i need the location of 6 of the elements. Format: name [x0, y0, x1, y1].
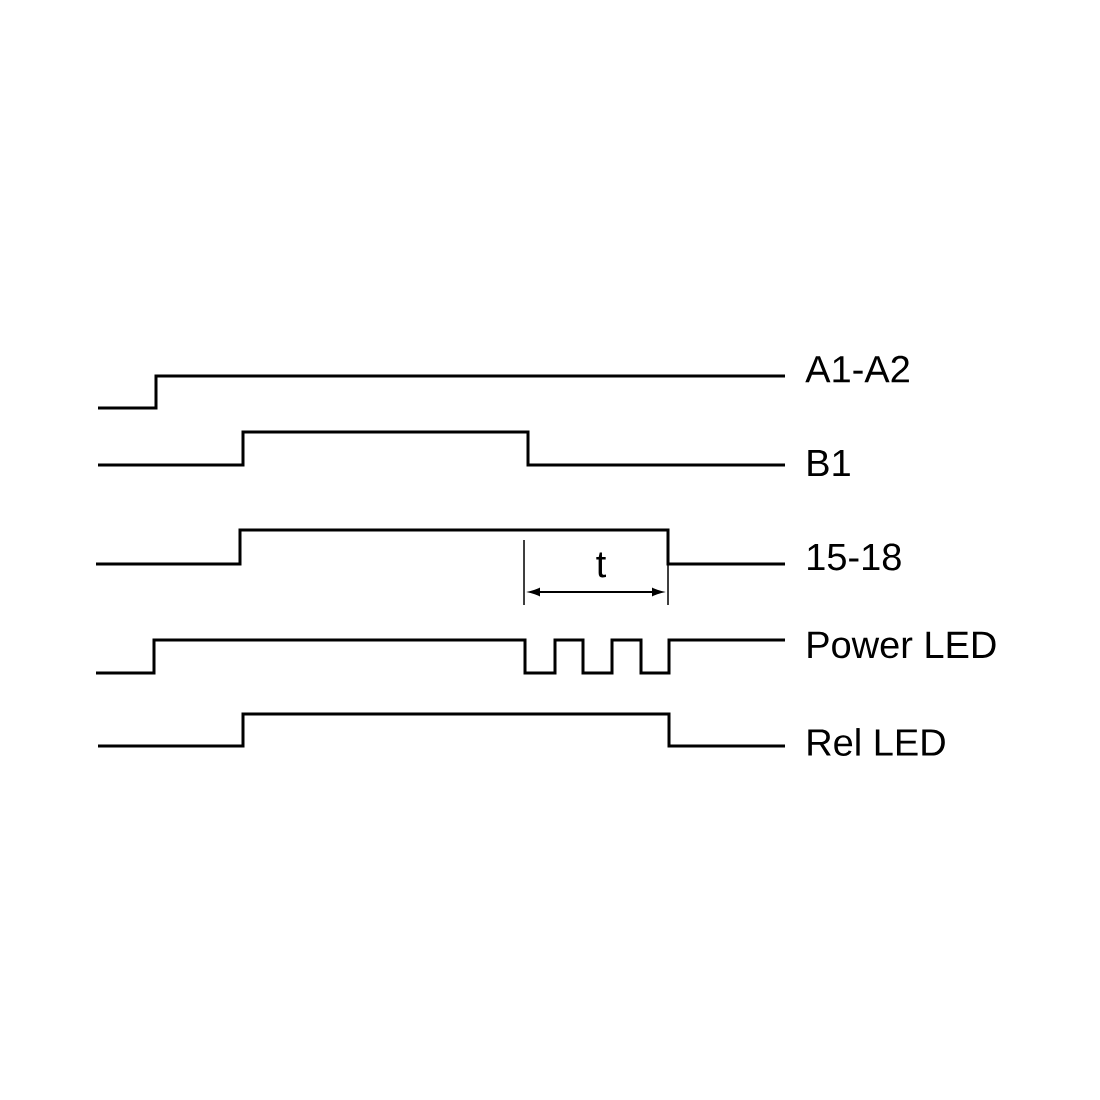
signal-label: B1	[808, 449, 850, 477]
signal-label: A1-A2	[805, 355, 909, 383]
signal-label: 15-18	[808, 543, 901, 571]
signal-label: Rel LED	[808, 728, 945, 756]
dimension-label: t	[596, 552, 606, 578]
signal-label: Power LED	[808, 631, 996, 659]
